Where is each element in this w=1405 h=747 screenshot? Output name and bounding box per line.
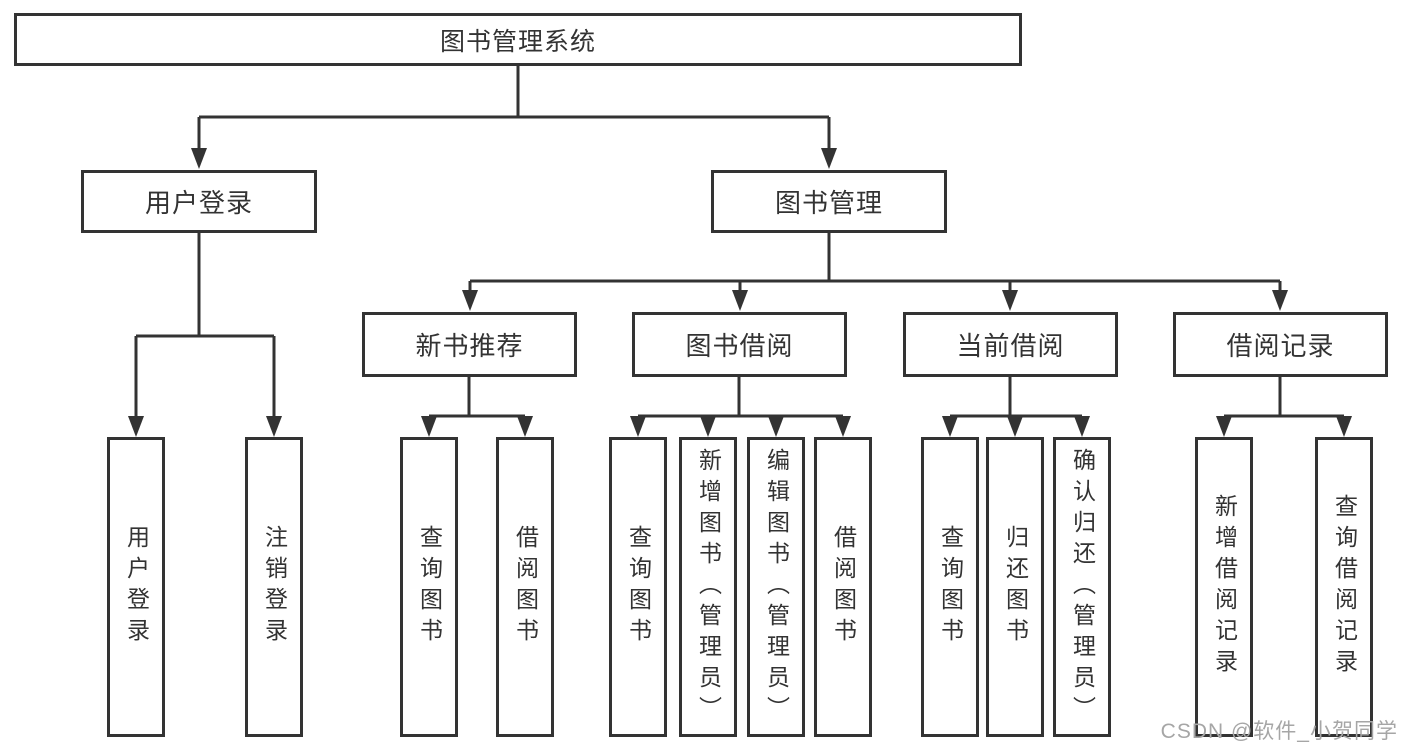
node-new-book-recommend: 新书推荐 [362, 312, 577, 377]
node-user-login: 用户登录 [81, 170, 317, 233]
leaf-current-confirm-return-admin: 确认归还（管理员） [1053, 437, 1111, 737]
leaf-borrow-edit-books-admin: 编辑图书（管理员） [747, 437, 805, 737]
leaf-records-add-record: 新增借阅记录 [1195, 437, 1253, 737]
leaf-records-query-record: 查询借阅记录 [1315, 437, 1373, 737]
leaf-borrow-add-books-admin: 新增图书（管理员） [679, 437, 737, 737]
leaf-user-login: 用户登录 [107, 437, 165, 737]
node-root-library-system: 图书管理系统 [14, 13, 1022, 66]
node-book-management: 图书管理 [711, 170, 947, 233]
leaf-recommend-query-books: 查询图书 [400, 437, 458, 737]
leaf-current-return-books: 归还图书 [986, 437, 1044, 737]
csdn-watermark: CSDN @软件_小贺同学 [1160, 720, 1398, 743]
connector-root-to-level2 [191, 66, 837, 169]
connector-new-book-recommend-to-leaves [421, 377, 533, 437]
connector-current-borrow-to-leaves [942, 377, 1090, 437]
leaf-logout: 注销登录 [245, 437, 303, 737]
connector-user-login-to-leaves [128, 233, 282, 437]
node-current-borrow: 当前借阅 [903, 312, 1118, 377]
node-book-borrow: 图书借阅 [632, 312, 847, 377]
connector-book-management-to-level3 [462, 233, 1288, 311]
leaf-current-query-books: 查询图书 [921, 437, 979, 737]
node-borrow-records: 借阅记录 [1173, 312, 1388, 377]
leaf-borrow-query-books: 查询图书 [609, 437, 667, 737]
leaf-borrow-borrow-books: 借阅图书 [814, 437, 872, 737]
connector-borrow-records-to-leaves [1216, 377, 1352, 437]
leaf-recommend-borrow-books: 借阅图书 [496, 437, 554, 737]
connector-book-borrow-to-leaves [630, 377, 851, 437]
